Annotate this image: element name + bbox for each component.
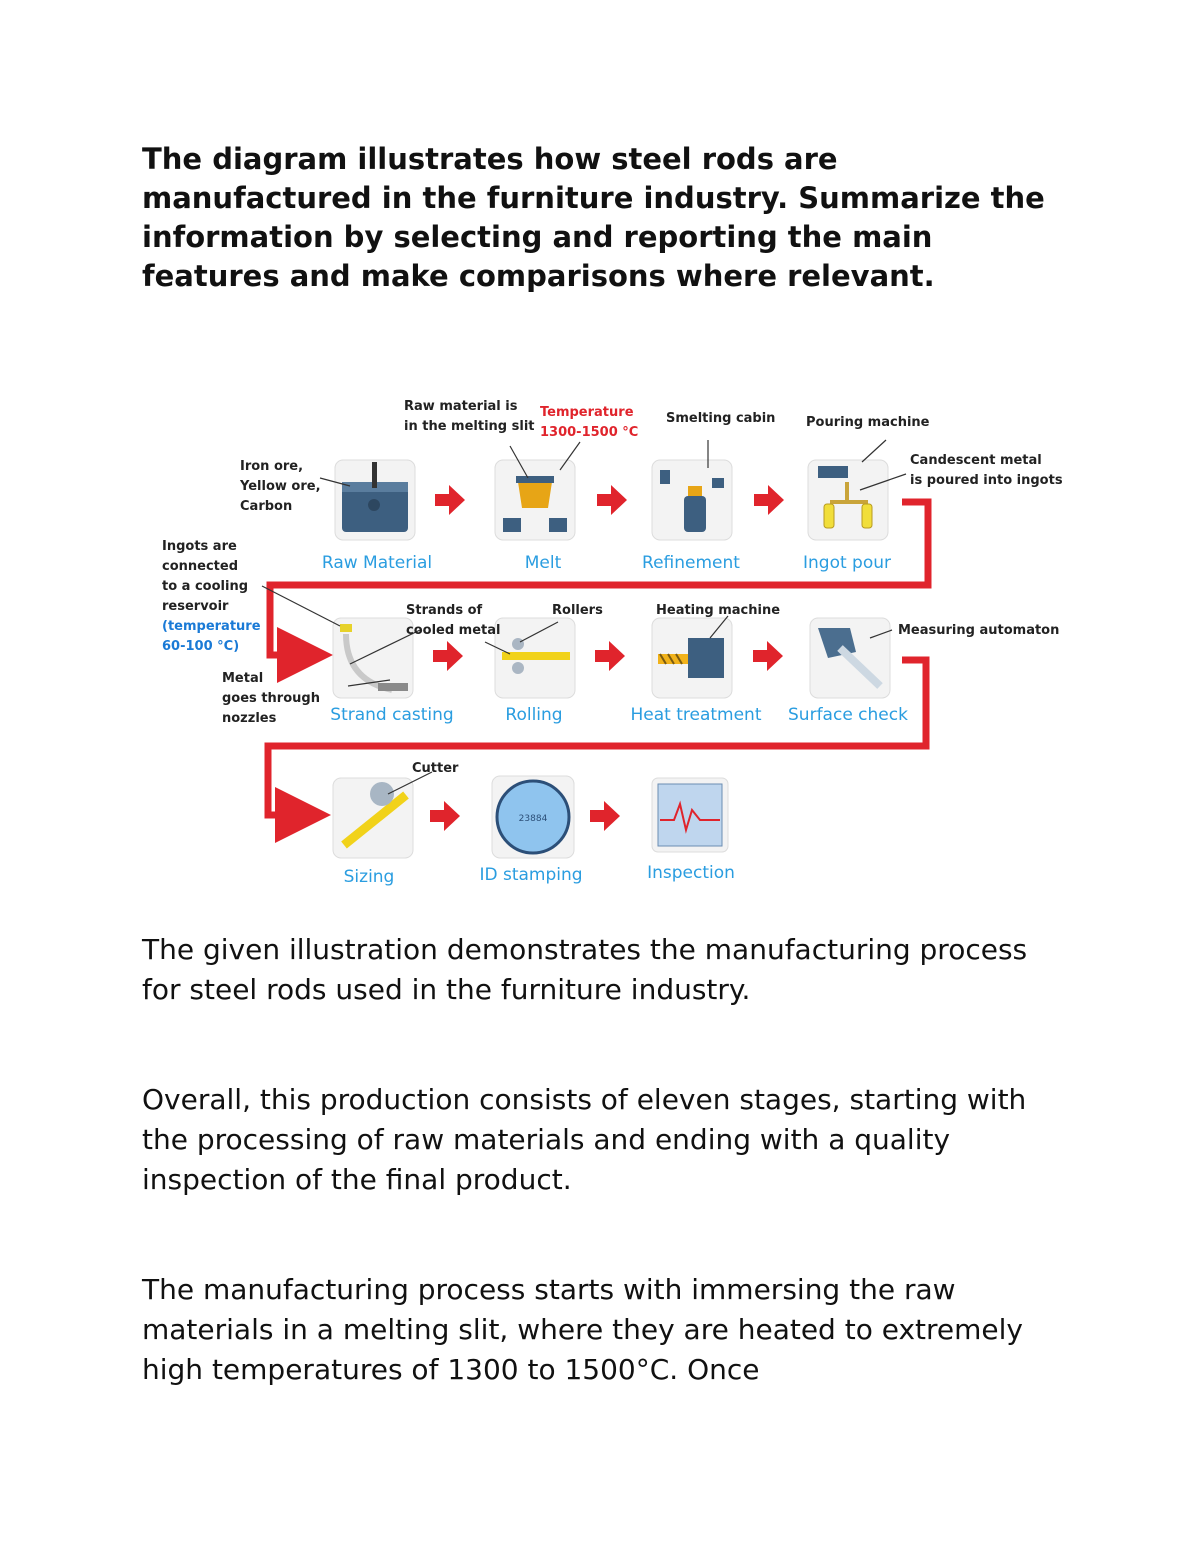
ann-cooling-temp-2: 60-100 °C): [162, 639, 239, 654]
ann-nozzles-1: Metal: [222, 671, 263, 686]
ann-smelting-cabin: Smelting cabin: [666, 411, 775, 426]
ann-melt-slit-2: in the melting slit: [404, 419, 535, 434]
stage-label-heat-treatment: Heat treatment: [630, 705, 761, 725]
stage-refinement: [651, 459, 733, 541]
stage-label-raw-material: Raw Material: [322, 553, 432, 573]
stage-rolling: [494, 617, 576, 699]
ann-ingots-4: reservoir: [162, 599, 229, 614]
stage-ingot-pour: [807, 459, 889, 541]
ann-candescent-1: Candescent metal: [910, 453, 1042, 468]
ann-measuring-automaton: Measuring automaton: [898, 623, 1059, 638]
ann-strands-2: cooled metal: [406, 623, 500, 638]
stage-inspection: [651, 777, 729, 853]
paragraph-overview: Overall, this production consists of ele…: [142, 1083, 1027, 1196]
stage-strand-casting: [332, 617, 414, 699]
ann-ingots-2: connected: [162, 559, 238, 574]
ann-ingots-3: to a cooling: [162, 579, 248, 594]
stage-label-ingot-pour: Ingot pour: [803, 553, 891, 573]
ann-yellow-ore: Yellow ore,: [239, 479, 321, 494]
stage-label-rolling: Rolling: [505, 705, 562, 725]
paragraph-body: The manufacturing process starts with im…: [142, 1273, 1024, 1386]
connector-row1-row2: [266, 498, 932, 683]
stage-surface-check: [809, 617, 891, 699]
stage-label-refinement: Refinement: [642, 553, 740, 573]
stage-sizing: [332, 777, 414, 859]
ann-heating-machine: Heating machine: [656, 603, 780, 618]
stage-label-id-stamping: ID stamping: [479, 865, 582, 885]
ann-nozzles-2: goes through: [222, 691, 320, 706]
stage-label-surface-check: Surface check: [788, 705, 908, 725]
ann-carbon: Carbon: [240, 499, 292, 514]
stage-label-strand-casting: Strand casting: [330, 705, 453, 725]
ann-temperature-label: Temperature: [540, 405, 634, 420]
stage-melt: [494, 459, 576, 541]
process-diagram: 23884 Raw Material Melt Refinement: [162, 399, 1063, 887]
flow-arrows: [430, 485, 784, 831]
ann-strands-1: Strands of: [406, 603, 483, 618]
ann-ingots-1: Ingots are: [162, 539, 237, 554]
stage-heat-treatment: [651, 617, 733, 699]
ann-iron-ore: Iron ore,: [240, 459, 303, 474]
stage-label-melt: Melt: [525, 553, 562, 573]
ann-temperature-value: 1300-1500 °C: [540, 425, 638, 440]
stage-raw-material: [334, 459, 416, 541]
ann-cooling-temp-1: (temperature: [162, 619, 261, 634]
stage-label-sizing: Sizing: [344, 867, 395, 887]
connector-row2-row3: [264, 656, 930, 843]
stage-id-stamping: 23884: [491, 775, 575, 859]
ann-melt-slit-1: Raw material is: [404, 399, 518, 414]
task-prompt: The diagram illustrates how steel rods a…: [142, 142, 1045, 293]
stage-label-inspection: Inspection: [647, 863, 735, 883]
stamp-id: 23884: [519, 814, 548, 824]
pointer-lines: [261, 439, 907, 795]
ann-cutter: Cutter: [412, 761, 459, 776]
paragraph-introduction: The given illustration demonstrates the …: [142, 933, 1028, 1006]
ann-rollers: Rollers: [552, 603, 603, 618]
ann-pouring-machine: Pouring machine: [806, 415, 930, 430]
ann-nozzles-3: nozzles: [222, 711, 277, 726]
ann-candescent-2: is poured into ingots: [910, 473, 1063, 488]
